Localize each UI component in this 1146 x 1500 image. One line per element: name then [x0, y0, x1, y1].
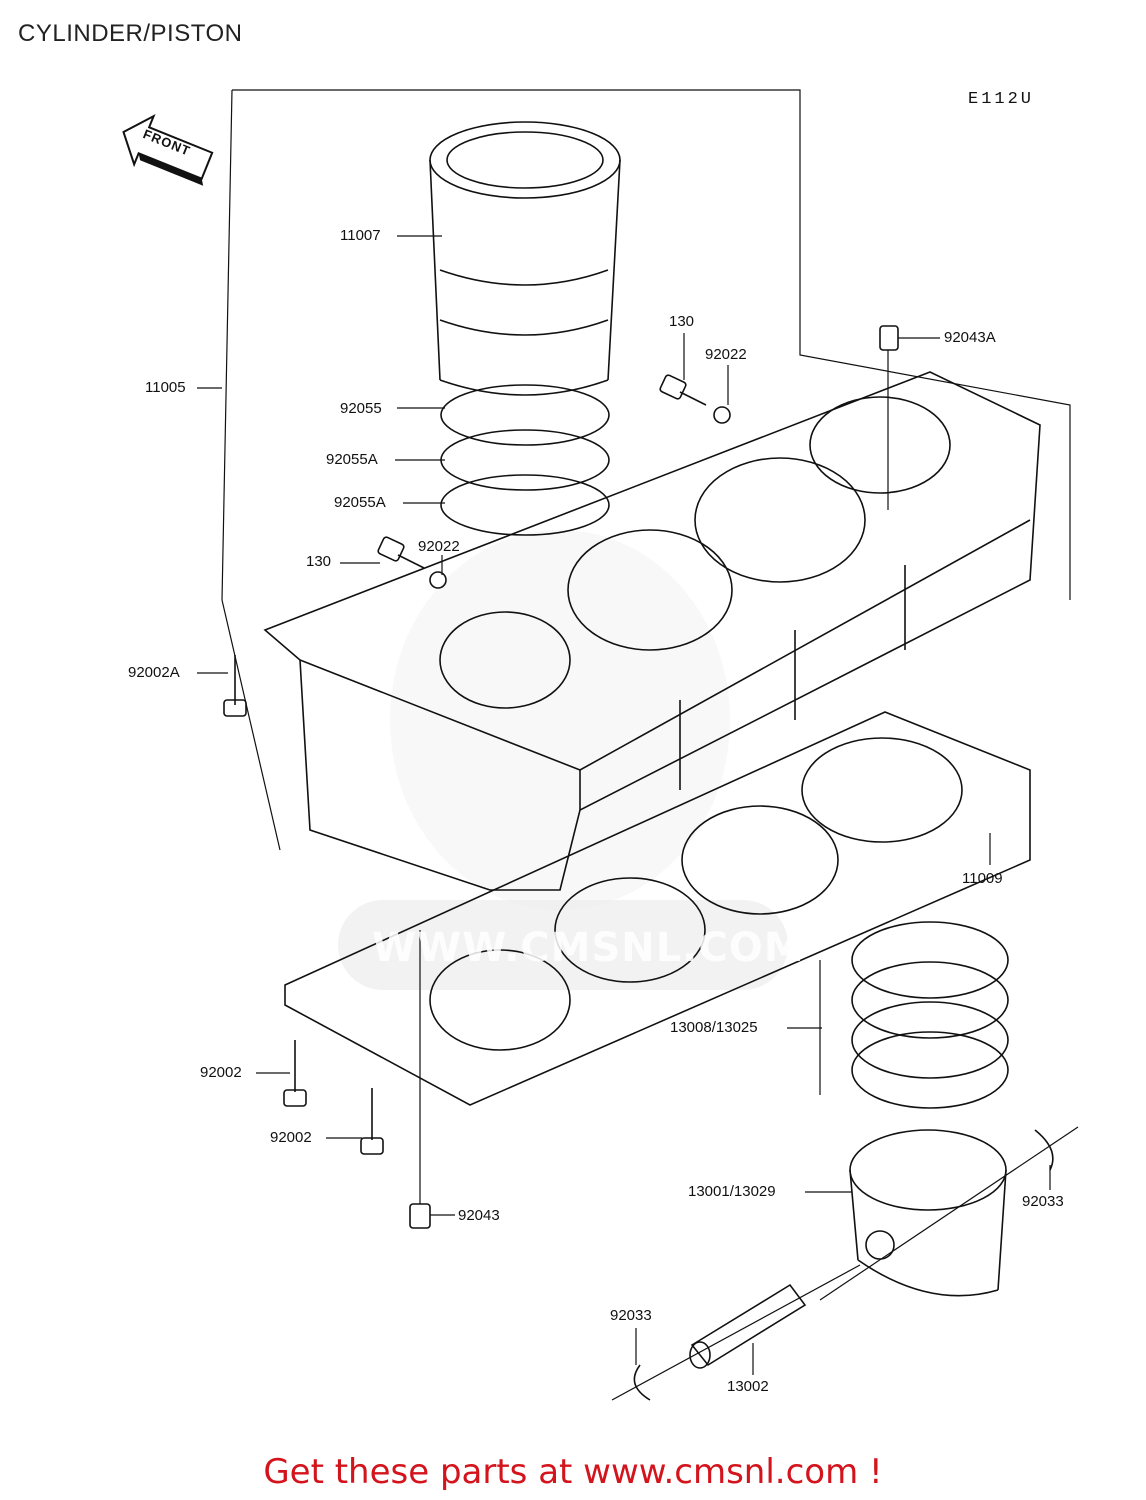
part-label-13001-13029[interactable]: 13001/13029 [688, 1183, 776, 1200]
part-label-92002-1[interactable]: 92002 [200, 1064, 242, 1081]
block-outline [232, 89, 1071, 600]
leader-lines [197, 235, 1051, 1375]
part-label-130-left[interactable]: 130 [306, 553, 332, 570]
o-rings [440, 384, 610, 536]
piston-pin [689, 1283, 807, 1369]
part-label-11005[interactable]: 11005 [145, 379, 186, 396]
part-label-92033-left[interactable]: 92033 [610, 1307, 652, 1324]
part-label-92022-left[interactable]: 92022 [418, 538, 460, 555]
front-arrow-icon [122, 113, 214, 186]
diagram-code: E112U [968, 90, 1035, 109]
cylinder-block [263, 371, 1041, 891]
part-label-92043a[interactable]: 92043A [944, 329, 996, 346]
part-label-92033-right[interactable]: 92033 [1022, 1193, 1064, 1210]
page-title: CYLINDER/PISTON [18, 20, 243, 47]
watermark-text: WWW.CMSNL.COM [372, 925, 805, 971]
footer-cta-link[interactable]: Get these parts at www.cmsnl.com ! [263, 1452, 883, 1492]
part-label-11009[interactable]: 11009 [962, 870, 1003, 887]
part-label-92055a-2[interactable]: 92055A [334, 494, 386, 511]
dowel-pins [409, 325, 899, 1229]
head-gasket [284, 711, 1031, 1106]
part-label-130-top[interactable]: 130 [669, 313, 695, 330]
part-label-92022-top[interactable]: 92022 [705, 346, 747, 363]
piston-rings [819, 921, 1009, 1109]
part-label-92002a[interactable]: 92002A [128, 664, 180, 681]
part-label-92043[interactable]: 92043 [458, 1207, 500, 1224]
part-label-92002-2[interactable]: 92002 [270, 1129, 312, 1146]
part-label-92055[interactable]: 92055 [340, 400, 382, 417]
part-label-92055a-1[interactable]: 92055A [326, 451, 378, 468]
watermark-logo [338, 530, 788, 990]
circlips [611, 1126, 1079, 1401]
piston [849, 1129, 1007, 1297]
bolts [223, 374, 731, 1155]
part-label-13008-13025[interactable]: 13008/13025 [670, 1019, 758, 1036]
part-label-11007[interactable]: 11007 [340, 227, 381, 244]
part-label-13002[interactable]: 13002 [727, 1378, 769, 1395]
cylinder-sleeve [429, 121, 621, 396]
